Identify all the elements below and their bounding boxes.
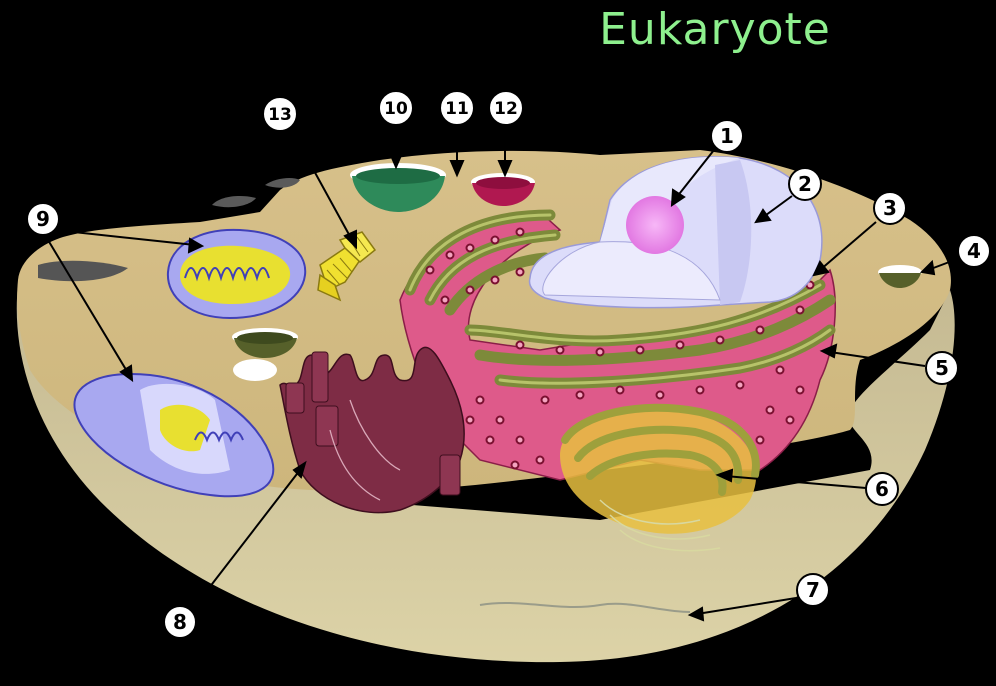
svg-text:13: 13	[268, 105, 292, 125]
svg-text:12: 12	[494, 99, 518, 119]
label-2: 2	[789, 168, 821, 200]
label-10: 10	[379, 91, 413, 125]
label-13: 13	[263, 97, 297, 131]
svg-text:3: 3	[883, 196, 897, 220]
label-8: 8	[164, 606, 196, 638]
label-9: 9	[27, 203, 59, 235]
svg-text:5: 5	[935, 356, 949, 380]
nucleolus	[626, 196, 684, 254]
surface-pit	[212, 196, 256, 207]
svg-text:4: 4	[967, 239, 981, 263]
svg-text:6: 6	[875, 477, 889, 501]
label-4: 4	[958, 235, 990, 267]
svg-text:10: 10	[384, 99, 408, 119]
label-1: 1	[711, 120, 743, 152]
label-5: 5	[926, 352, 958, 384]
label-3: 3	[874, 192, 906, 224]
svg-text:1: 1	[720, 124, 734, 148]
svg-text:8: 8	[173, 610, 187, 634]
svg-text:9: 9	[36, 207, 50, 231]
svg-text:2: 2	[798, 172, 812, 196]
label-6: 6	[866, 473, 898, 505]
label-12: 12	[489, 91, 523, 125]
svg-text:11: 11	[445, 99, 469, 119]
label-7: 7	[797, 574, 829, 606]
label-11: 11	[440, 91, 474, 125]
mitochondrion-upper	[168, 230, 305, 318]
diagram-title: Eukaryote	[590, 4, 840, 55]
svg-text:7: 7	[806, 578, 820, 602]
